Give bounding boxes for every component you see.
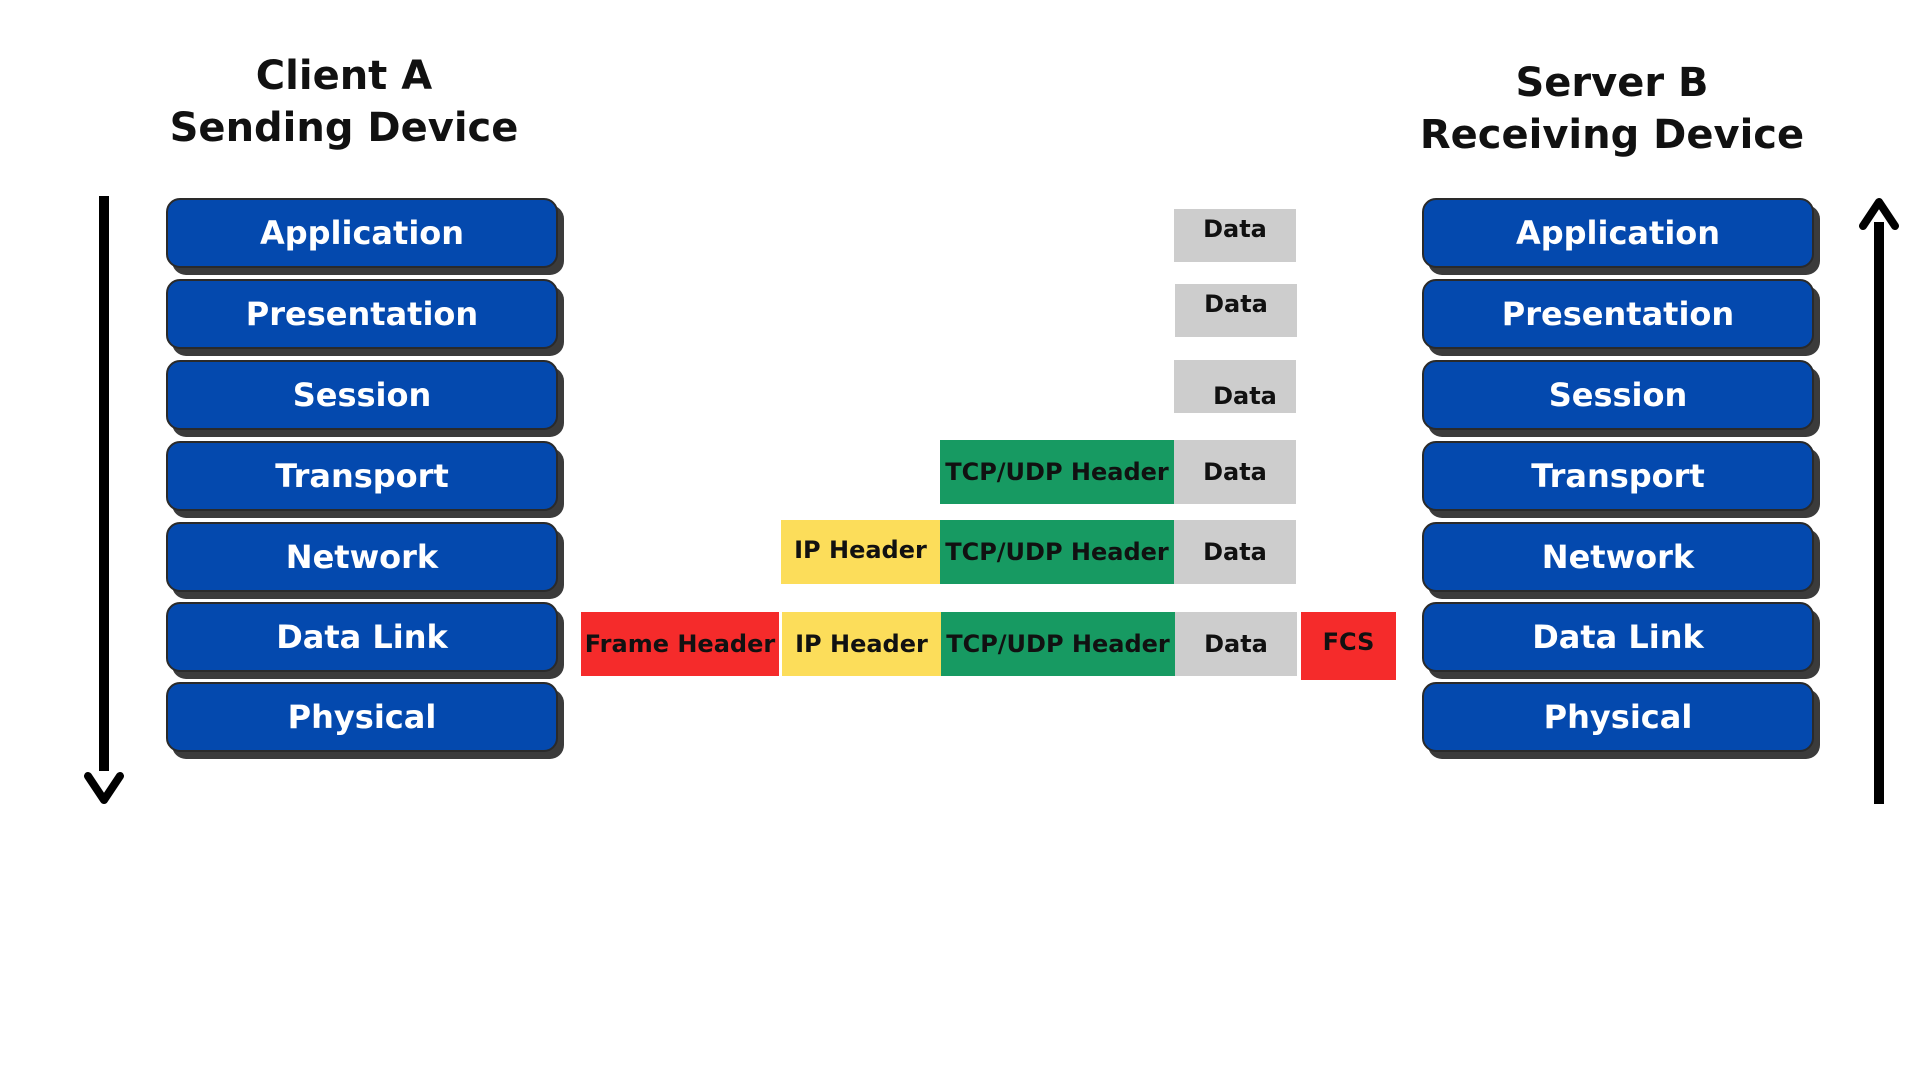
server-layer-session: Session: [1422, 360, 1814, 430]
transport-tcp-header-block: TCP/UDP Header: [940, 440, 1174, 504]
datalink-frame-header-block: Frame Header: [581, 612, 779, 676]
arrow-down-icon: [99, 196, 109, 771]
server-title-line2: Receiving Device: [1419, 112, 1805, 158]
presentation-data-block: Data: [1175, 284, 1297, 337]
client-layer-data-link: Data Link: [166, 602, 558, 672]
server-layer-application: Application: [1422, 198, 1814, 268]
transport-data-block: Data: [1174, 440, 1296, 504]
datalink-tcp-header-block: TCP/UDP Header: [941, 612, 1175, 676]
arrow-down-head-icon: [84, 772, 124, 804]
server-title: Server B Receiving Device: [1352, 57, 1872, 161]
datalink-fcs-block: FCS: [1301, 612, 1396, 680]
session-data-block: Data: [1174, 360, 1296, 413]
server-layer-presentation: Presentation: [1422, 279, 1814, 349]
arrow-up-icon: [1874, 222, 1884, 804]
datalink-data-block: Data: [1175, 612, 1297, 676]
client-title: Client A Sending Device: [84, 50, 604, 154]
client-layer-presentation: Presentation: [166, 279, 558, 349]
network-ip-header-block: IP Header: [781, 520, 940, 584]
app-data-block: Data: [1174, 209, 1296, 262]
server-layer-network: Network: [1422, 522, 1814, 592]
server-layer-transport: Transport: [1422, 441, 1814, 511]
client-layer-transport: Transport: [166, 441, 558, 511]
server-layer-data-link: Data Link: [1422, 602, 1814, 672]
network-data-block: Data: [1174, 520, 1296, 584]
client-layer-physical: Physical: [166, 682, 558, 752]
client-title-line1: Client A: [255, 53, 433, 99]
server-layer-physical: Physical: [1422, 682, 1814, 752]
client-layer-application: Application: [166, 198, 558, 268]
server-title-line1: Server B: [1515, 60, 1709, 106]
network-tcp-header-block: TCP/UDP Header: [940, 520, 1174, 584]
client-layer-network: Network: [166, 522, 558, 592]
client-title-line2: Sending Device: [169, 105, 519, 151]
datalink-ip-header-block: IP Header: [782, 612, 941, 676]
client-layer-session: Session: [166, 360, 558, 430]
arrow-up-head-icon: [1859, 198, 1899, 230]
